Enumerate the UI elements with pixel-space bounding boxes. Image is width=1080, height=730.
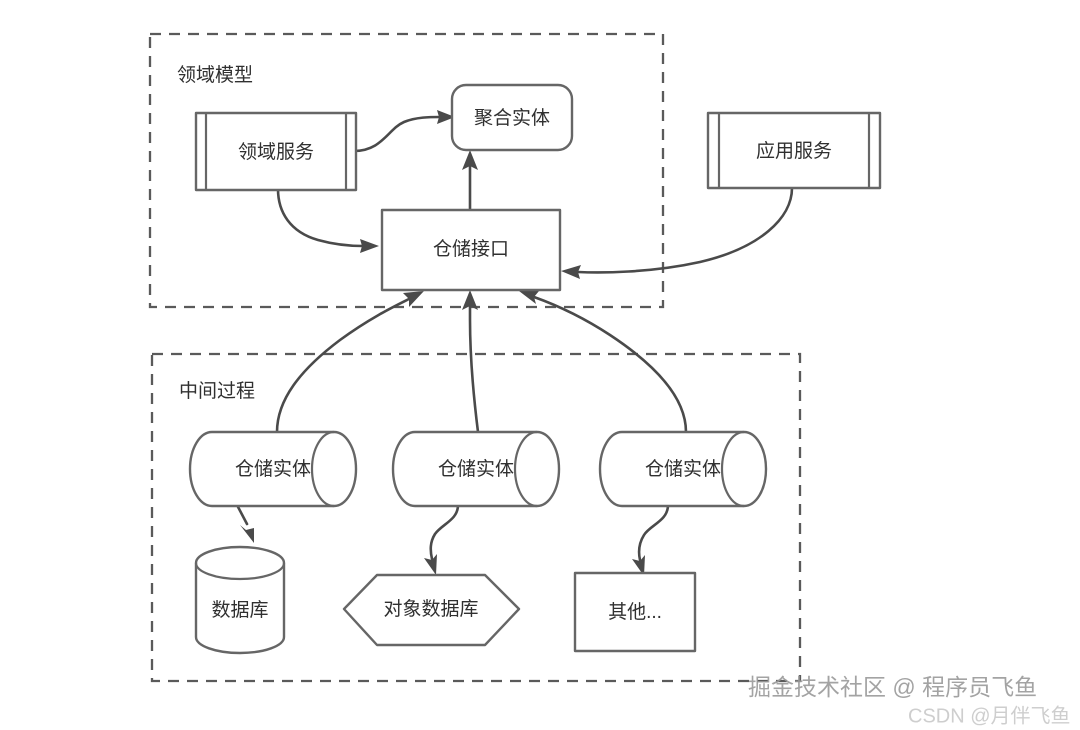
group-domain-model: 领域模型 xyxy=(148,32,665,309)
group-intermediate-process: 中间过程 xyxy=(150,352,802,683)
node-repository-entity-1[interactable]: 仓储实体 xyxy=(188,430,358,508)
node-object-database-body xyxy=(342,573,521,647)
edge-repository-entity-1-to-repository-interface xyxy=(275,291,424,434)
node-application-service[interactable]: 应用服务 xyxy=(706,111,882,190)
group-intermediate-process-label: 中间过程 xyxy=(179,380,255,402)
node-object-database[interactable]: 对象数据库 xyxy=(342,573,521,647)
node-repository-interface-body xyxy=(380,208,562,292)
watermark-secondary: CSDN @月伴飞鱼 xyxy=(908,704,1071,727)
watermark-primary: 掘金技术社区 @ 程序员飞鱼 xyxy=(748,674,1037,700)
node-database-label: 数据库 xyxy=(211,599,268,621)
node-repository-entity-3[interactable]: 仓储实体 xyxy=(598,430,768,508)
group-intermediate-process-border xyxy=(150,352,802,683)
node-aggregate-entity-body xyxy=(450,83,574,152)
node-other[interactable]: 其他... xyxy=(573,571,697,653)
node-repository-entity-1-end-ellipse xyxy=(310,430,335,508)
node-application-service-label: 应用服务 xyxy=(756,140,832,162)
group-domain-model-label: 领域模型 xyxy=(177,64,253,86)
node-database-body xyxy=(194,545,286,655)
edge-repository-entity-1-to-database xyxy=(235,503,254,543)
edge-repository-entity-2-to-repository-interface xyxy=(462,290,480,434)
node-aggregate-entity[interactable]: 聚合实体 xyxy=(450,83,574,152)
node-domain-service-label: 领域服务 xyxy=(238,141,314,163)
node-aggregate-entity-label: 聚合实体 xyxy=(474,107,550,129)
node-repository-entity-3-label: 仓储实体 xyxy=(645,458,721,480)
edge-domain-service-to-repository-interface xyxy=(276,187,379,253)
watermark-layer: 掘金技术社区 @ 程序员飞鱼 CSDN @月伴飞鱼 xyxy=(748,674,1071,727)
node-domain-service-body xyxy=(194,111,358,192)
connectors-layer xyxy=(235,110,794,576)
edge-application-service-to-repository-interface xyxy=(561,186,794,279)
edge-domain-service-to-aggregate-entity xyxy=(352,110,455,153)
node-repository-interface[interactable]: 仓储接口 xyxy=(380,208,562,292)
node-other-label: 其他... xyxy=(608,601,662,623)
node-repository-entity-2[interactable]: 仓储实体 xyxy=(391,430,561,508)
node-object-database-label: 对象数据库 xyxy=(383,598,478,620)
node-other-body xyxy=(573,571,697,653)
node-application-service-body xyxy=(706,111,882,190)
node-database-top-ellipse xyxy=(194,562,286,581)
edge-repository-entity-3-to-repository-interface xyxy=(519,291,688,434)
node-repository-interface-label: 仓储接口 xyxy=(433,238,509,260)
node-repository-entity-1-label: 仓储实体 xyxy=(235,458,311,480)
group-domain-model-border xyxy=(148,32,665,309)
edge-repository-entity-3-to-other xyxy=(632,503,670,576)
node-repository-entity-3-end-ellipse xyxy=(720,430,745,508)
edge-repository-entity-2-to-object-database xyxy=(424,503,460,575)
edge-repository-interface-to-aggregate-entity xyxy=(462,150,478,213)
node-domain-service[interactable]: 领域服务 xyxy=(194,111,358,192)
node-repository-entity-2-end-ellipse xyxy=(513,430,538,508)
node-repository-entity-2-label: 仓储实体 xyxy=(438,458,514,480)
node-database[interactable]: 数据库 xyxy=(194,545,286,655)
